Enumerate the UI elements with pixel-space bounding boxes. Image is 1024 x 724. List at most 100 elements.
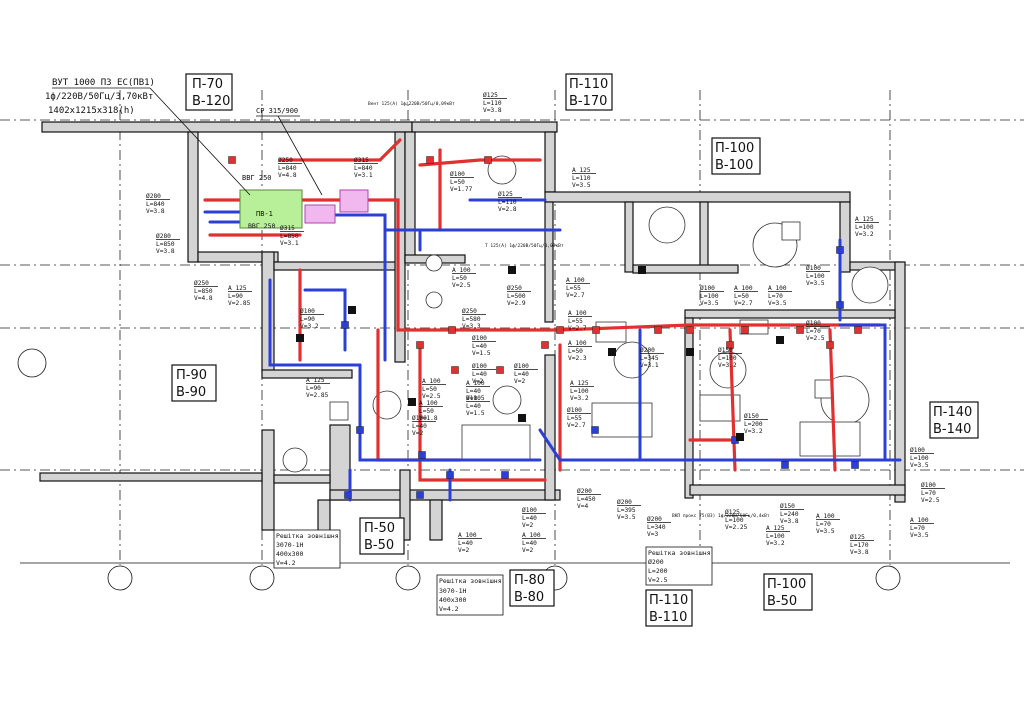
duct-velocity: V=2.5 <box>452 282 471 289</box>
duct-size: А 125 <box>766 525 785 532</box>
supply-diffuser <box>726 341 734 349</box>
duct-size: Ø100 <box>910 446 925 454</box>
ceiling-valve <box>638 266 646 274</box>
duct-size: А 100 <box>768 285 787 292</box>
svg-text:В-140: В-140 <box>933 422 971 437</box>
duct-flow: L=850 <box>194 288 213 295</box>
svg-text:П-110: П-110 <box>569 77 608 92</box>
exhaust-grille <box>836 246 844 254</box>
duct-flow: L=40 <box>522 515 537 522</box>
small-fan-label: Вент 125(А) 1ф/220В/50Гц/0,09кВт <box>368 101 455 107</box>
duct-velocity: V=2 <box>412 430 423 437</box>
duct-velocity: V=1.8 <box>419 415 438 422</box>
duct-velocity: V=3.3 <box>462 323 481 330</box>
duct-velocity: V=3.2 <box>300 323 319 330</box>
duct-velocity: V=2.7 <box>734 300 753 307</box>
supply-diffuser <box>451 366 459 374</box>
room-box: П-50 В-50 <box>359 517 405 555</box>
exhaust-duct <box>268 278 362 367</box>
duct-flow: L=50 <box>422 386 437 393</box>
supply-diffuser <box>496 366 504 374</box>
unit-line1: ВУТ 1000 ПЗ ЕС(ПВ1) <box>52 78 155 88</box>
duct-velocity: V=2 <box>458 547 469 554</box>
duct-size: Ø100 <box>806 264 821 272</box>
duct-velocity: V=4 <box>577 503 588 510</box>
exhaust-grille <box>836 301 844 309</box>
duct-flow: L=100 <box>910 455 929 462</box>
ceiling-valve <box>348 306 356 314</box>
duct-velocity: V=2 <box>472 378 483 385</box>
axis-bubble <box>249 565 275 591</box>
svg-text:400х300: 400х300 <box>276 550 303 558</box>
duct-velocity: V=3.5 <box>768 300 787 307</box>
svg-text:V=2.5: V=2.5 <box>648 576 668 584</box>
room-box: П-80 В-80 <box>509 569 555 607</box>
duct-flow: L=50 <box>419 408 434 415</box>
supply-diffuser <box>448 326 456 334</box>
duct-flow: L=100 <box>700 293 719 300</box>
duct-size: Ø125 <box>850 533 865 541</box>
duct-velocity: V=2.3 <box>568 355 587 362</box>
axis-bubble <box>17 348 47 378</box>
supply-diffuser <box>541 341 549 349</box>
svg-text:В-120: В-120 <box>192 94 230 109</box>
duct-size: А 100 <box>422 378 441 385</box>
duct-size: А 100 <box>566 277 585 284</box>
duct-flow: L=170 <box>850 542 869 549</box>
duct-velocity: V=3.5 <box>806 280 825 287</box>
svg-text:3070-1Н: 3070-1Н <box>276 541 303 549</box>
grille-label: Решітка зовнішня 3070-1Н 400х300 V=4.2 <box>273 529 341 569</box>
exhaust-duct <box>358 363 542 462</box>
duct-velocity: V=3.1 <box>280 240 299 247</box>
exhaust-grille <box>446 471 454 479</box>
supply-duct <box>418 158 542 167</box>
duct-size: А 125 <box>572 167 591 174</box>
duct-flow: L=110 <box>483 100 502 107</box>
duct-velocity: V=2.85 <box>228 300 251 307</box>
duct-flow: L=70 <box>816 521 831 528</box>
duct-size: А 100 <box>734 285 753 292</box>
duct-velocity: V=3.5 <box>617 514 636 521</box>
duct-size: Ø100 <box>450 170 465 178</box>
svg-text:Решітка зовнішня: Решітка зовнішня <box>276 532 339 540</box>
ceiling-valve <box>518 414 526 422</box>
exhaust-grille <box>591 426 599 434</box>
ceiling-valve <box>736 433 744 441</box>
duct-size: Ø250 <box>278 156 293 164</box>
duct-velocity: V=3.8 <box>850 549 869 556</box>
duct-size: Ø200 <box>617 498 632 506</box>
duct-velocity: V=3.1 <box>354 172 373 179</box>
ceiling-valve <box>296 334 304 342</box>
duct-flow: L=340 <box>647 524 666 531</box>
duct-flow: L=100 <box>718 355 737 362</box>
duct-size: Ø100 <box>921 481 936 489</box>
duct-size: Ø100 <box>522 506 537 514</box>
duct-velocity: V=1.5 <box>466 410 485 417</box>
svg-text:В-90: В-90 <box>176 385 206 400</box>
supply-diffuser <box>854 326 862 334</box>
exhaust-grille <box>416 491 424 499</box>
duct-velocity: V=3.8 <box>483 107 502 114</box>
duct-flow: L=90 <box>300 316 315 323</box>
room-box: П-100 В-100 <box>711 137 761 175</box>
duct-velocity: V=2.8 <box>498 206 517 213</box>
duct-flow: L=100 <box>725 517 744 524</box>
duct-size: А 100 <box>568 310 587 317</box>
duct-flow: L=500 <box>507 293 526 300</box>
duct-velocity: V=1.77 <box>450 186 473 193</box>
